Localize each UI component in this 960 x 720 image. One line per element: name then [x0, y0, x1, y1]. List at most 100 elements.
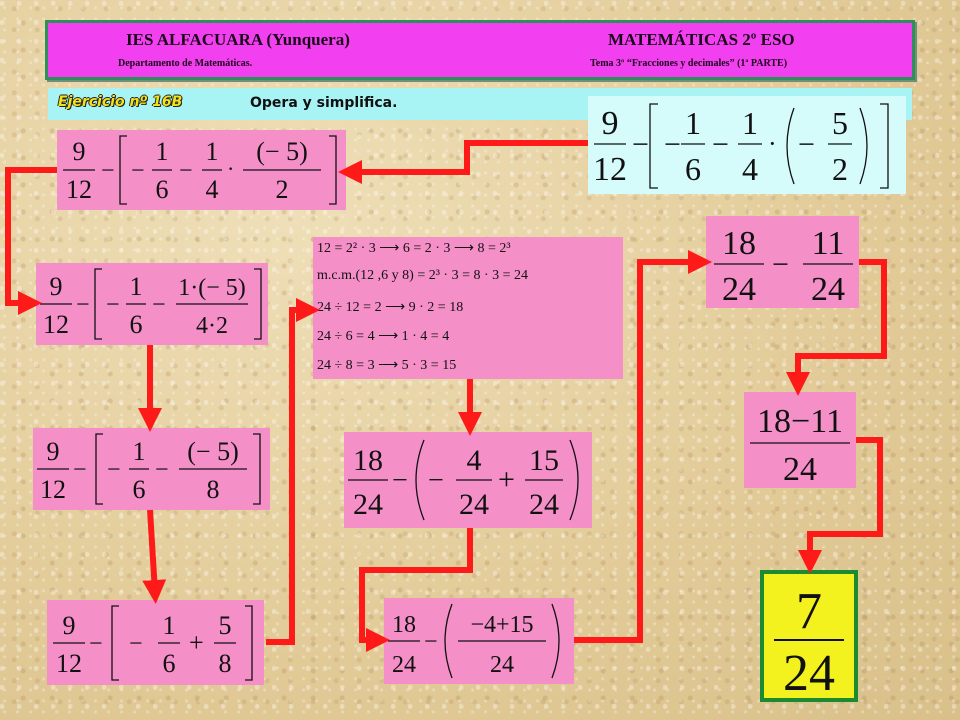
svg-text:−: −	[152, 292, 166, 318]
s7-c: −4+15	[470, 612, 533, 638]
s6-a: 18	[353, 444, 383, 477]
step-2-expression: 9 12 − − 1 6 − 1·(− 5) 4·2	[36, 263, 268, 345]
s6-b: 24	[353, 488, 383, 521]
svg-text:−: −	[129, 631, 143, 657]
result-den: 24	[783, 645, 835, 698]
s1-d: 6	[156, 175, 169, 204]
orig-den-h: 2	[832, 151, 848, 187]
subject-title: MATEMÁTICAS 2º ESO	[608, 30, 795, 49]
svg-text:−: −	[131, 158, 145, 184]
s9-den: 24	[783, 451, 817, 488]
topic-title: Tema 3º “Fracciones y decimales” (1ª PAR…	[590, 58, 788, 69]
svg-text:−: −	[89, 631, 103, 657]
svg-text:+: +	[189, 628, 204, 657]
svg-text:−: −	[712, 128, 729, 161]
arrow-step3-to-step4	[142, 509, 167, 604]
orig-num-e: 1	[742, 105, 758, 141]
s8-a: 18	[722, 225, 756, 262]
step-7-expression: 18 24 − −4+15 24	[384, 598, 574, 684]
step-4-expression: 9 12 − − 1 6 + 5 8	[47, 600, 264, 685]
s8-c: 11	[812, 225, 845, 262]
svg-text:−: −	[392, 465, 408, 496]
svg-text:−: −	[772, 248, 789, 281]
s1-h: 2	[276, 175, 289, 204]
s6-c: 4	[467, 444, 482, 477]
header-banner: IES ALFACUARA (Yunquera) MATEMÁTICAS 2º …	[45, 20, 915, 80]
svg-text:−: −	[179, 158, 193, 184]
svg-text:−: −	[428, 465, 444, 496]
department-name: Departamento de Matemáticas.	[118, 58, 253, 69]
orig-num-g: 5	[832, 105, 848, 141]
exercise-instruction: Opera y simplifica.	[250, 95, 398, 111]
s8-b: 24	[722, 271, 756, 308]
svg-text:·: ·	[227, 156, 234, 181]
svg-text:−: −	[101, 158, 115, 184]
step-6-expression: 18 24 − − 4 24 + 15 24	[344, 432, 592, 528]
orig-den-f: 4	[742, 151, 758, 187]
s2-d: 6	[130, 310, 143, 339]
school-name: IES ALFACUARA (Yunquera)	[126, 30, 350, 49]
svg-text:−: −	[73, 457, 87, 483]
svg-text:−: −	[798, 128, 815, 161]
lcm-line-2: m.c.m.(12 ,6 y 8) = 2³ · 3 = 8 · 3 = 24	[317, 268, 529, 283]
s2-c: 1	[130, 272, 143, 301]
s3-e: (− 5)	[187, 437, 238, 466]
step-8-expression: 18 24 − 11 24	[706, 216, 859, 308]
lcm-line-3: 24 ÷ 12 = 2 ⟶ 9 · 2 = 18	[317, 300, 464, 315]
result-num: 7	[796, 583, 822, 640]
s4-a: 9	[63, 611, 76, 640]
s4-c: 1	[163, 611, 176, 640]
s7-d: 24	[490, 652, 514, 678]
s1-g: (− 5)	[256, 137, 307, 166]
s7-b: 24	[392, 652, 416, 678]
s4-d: 6	[163, 649, 176, 678]
s1-f: 4	[206, 175, 219, 204]
s2-f: 4·2	[196, 313, 228, 339]
s1-a: 9	[73, 137, 86, 166]
svg-text:−: −	[632, 128, 649, 161]
s3-b: 12	[40, 475, 66, 504]
s6-d: 24	[459, 488, 489, 521]
s6-f: 24	[529, 488, 559, 521]
original-expression: 9 12 − − 1 6 − 1 4 · − 5 2	[588, 96, 906, 194]
orig-num-c: 1	[685, 105, 701, 141]
arrow-original-to-step1	[338, 140, 588, 184]
s3-c: 1	[133, 437, 146, 466]
svg-text:−: −	[664, 128, 681, 161]
lcm-line-5: 24 ÷ 8 = 3 ⟶ 5 · 3 = 15	[317, 358, 457, 373]
svg-text:−: −	[424, 629, 438, 655]
step-1-expression: 9 12 − − 1 6 − 1 4 · (− 5) 2	[57, 130, 346, 210]
step-9-expression: 18−11 24	[744, 392, 856, 488]
s3-d: 6	[133, 475, 146, 504]
svg-text:−: −	[155, 457, 169, 483]
svg-text:+: +	[498, 463, 515, 496]
s2-b: 12	[43, 310, 69, 339]
exercise-title: Ejercicio nº 16B	[58, 94, 183, 110]
orig-den-b: 12	[593, 151, 627, 188]
svg-text:·: ·	[768, 129, 777, 158]
lcm-line-4: 24 ÷ 6 = 4 ⟶ 1 · 4 = 4	[317, 329, 450, 344]
lcm-work: 12 = 2² · 3 ⟶ 6 = 2 · 3 ⟶ 8 = 2³ m.c.m.(…	[313, 237, 623, 379]
s4-e: 5	[219, 611, 232, 640]
s2-e: 1·(− 5)	[178, 275, 246, 301]
s1-b: 12	[66, 175, 92, 204]
s1-c: 1	[156, 137, 169, 166]
s3-a: 9	[47, 437, 60, 466]
s7-a: 18	[392, 612, 416, 638]
s4-b: 12	[56, 649, 82, 678]
lcm-line-1: 12 = 2² · 3 ⟶ 6 = 2 · 3 ⟶ 8 = 2³	[317, 241, 511, 256]
s1-e: 1	[206, 137, 219, 166]
svg-text:−: −	[76, 292, 90, 318]
s4-f: 8	[219, 649, 232, 678]
step-3-expression: 9 12 − − 1 6 − (− 5) 8	[33, 428, 270, 510]
orig-num-a: 9	[602, 105, 619, 142]
s6-e: 15	[529, 444, 559, 477]
s2-a: 9	[50, 272, 63, 301]
orig-den-d: 6	[685, 151, 701, 187]
final-result: 7 24	[760, 570, 858, 702]
svg-text:−: −	[107, 457, 121, 483]
s9-num: 18−11	[757, 403, 843, 440]
svg-text:−: −	[106, 292, 120, 318]
arrow-step4-to-lcm	[266, 298, 320, 645]
s3-f: 8	[207, 475, 220, 504]
